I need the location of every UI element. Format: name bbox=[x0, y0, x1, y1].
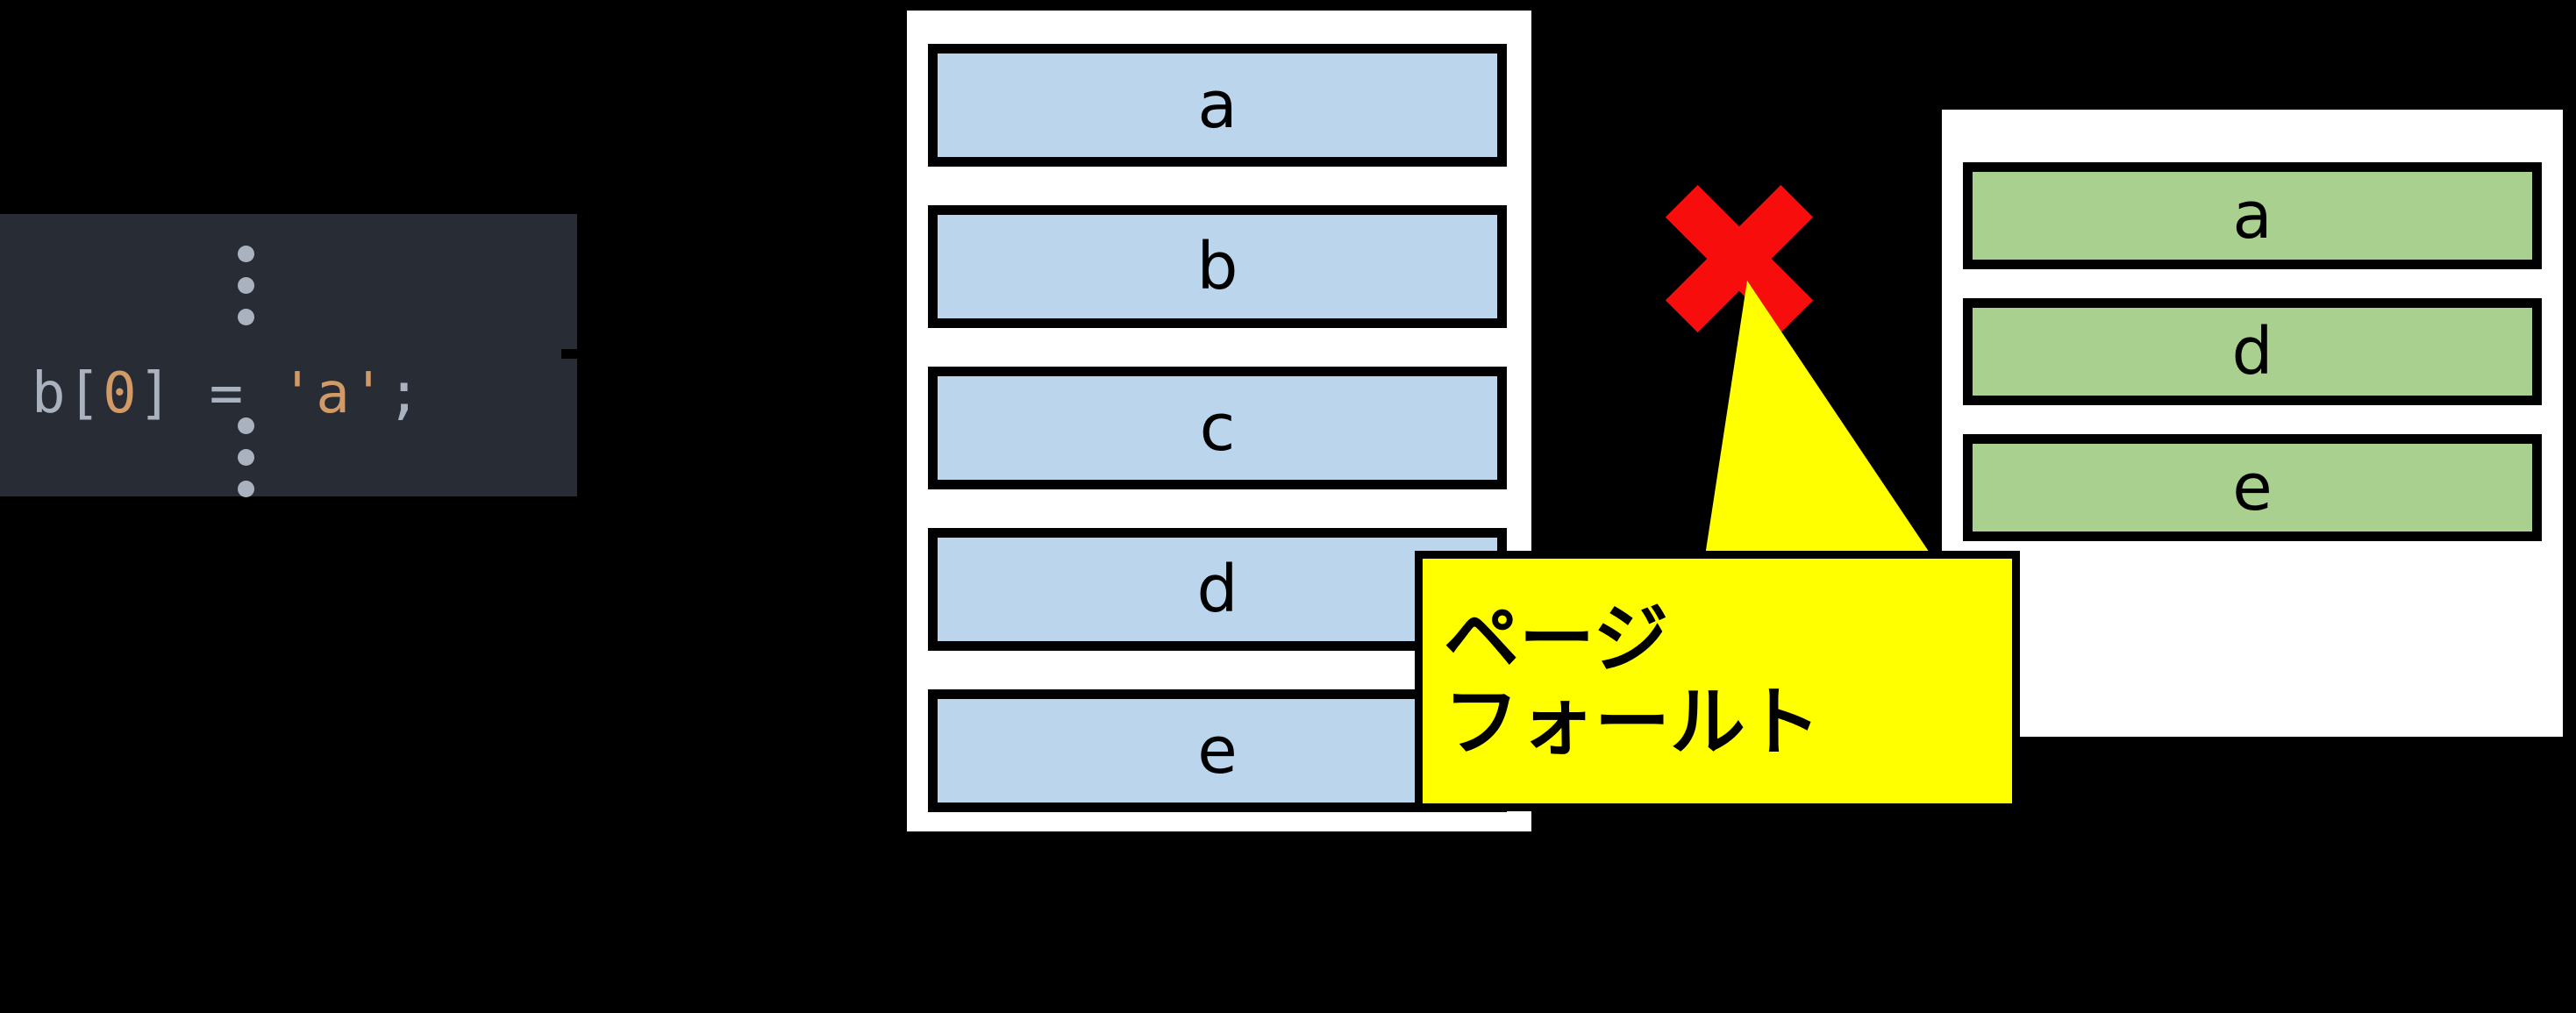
memory-cell-label: b bbox=[1196, 229, 1238, 304]
code-token-index: 0 bbox=[103, 361, 139, 426]
ellipsis-dot bbox=[237, 246, 254, 262]
memory-cell-green-0[interactable]: a bbox=[1963, 162, 2542, 269]
memory-cell-blue-1[interactable]: b bbox=[928, 205, 1507, 328]
memory-cell-label: e bbox=[1197, 713, 1238, 788]
callout-line-1: ページ bbox=[1444, 595, 1669, 683]
code-token-semicolon: ; bbox=[387, 361, 423, 426]
memory-cell-blue-2[interactable]: c bbox=[928, 367, 1507, 489]
memory-cell-label: a bbox=[2232, 178, 2273, 253]
connector-cell-to-x bbox=[1526, 256, 1675, 266]
ellipsis-bottom bbox=[235, 417, 256, 512]
ellipsis-dot bbox=[237, 449, 254, 466]
physical-memory-panel: a d e bbox=[1942, 110, 2563, 737]
memory-cell-label: c bbox=[1199, 390, 1236, 466]
memory-cell-blue-4[interactable]: e bbox=[928, 689, 1507, 812]
callout-line-2: フォールト bbox=[1444, 678, 1821, 767]
memory-cell-green-2[interactable]: e bbox=[1963, 434, 2542, 541]
code-token-variable: b[ bbox=[32, 361, 103, 426]
code-token-assign: ] = bbox=[138, 361, 281, 426]
code-snippet-block: b[0] = 'a'; bbox=[0, 214, 577, 497]
ellipsis-dot bbox=[237, 481, 254, 497]
ellipsis-dot bbox=[237, 277, 254, 294]
code-token-value: 'a' bbox=[280, 361, 388, 426]
connector-code-to-cell bbox=[561, 349, 921, 359]
ellipsis-dot bbox=[237, 309, 254, 325]
callout-tail-icon bbox=[1702, 281, 1947, 579]
page-fault-callout: ページ フォールト bbox=[1415, 551, 2020, 811]
memory-cell-label: d bbox=[2231, 314, 2273, 389]
ellipsis-dot bbox=[237, 417, 254, 434]
code-line: b[0] = 'a'; bbox=[32, 366, 423, 422]
memory-cell-blue-0[interactable]: a bbox=[928, 44, 1507, 167]
ellipsis-top bbox=[235, 246, 256, 340]
memory-cell-green-1[interactable]: d bbox=[1963, 298, 2542, 405]
memory-cell-blue-3[interactable]: d bbox=[928, 528, 1507, 651]
memory-cell-label: e bbox=[2232, 450, 2273, 525]
memory-cell-label: a bbox=[1197, 68, 1238, 143]
memory-cell-label: d bbox=[1196, 552, 1238, 627]
